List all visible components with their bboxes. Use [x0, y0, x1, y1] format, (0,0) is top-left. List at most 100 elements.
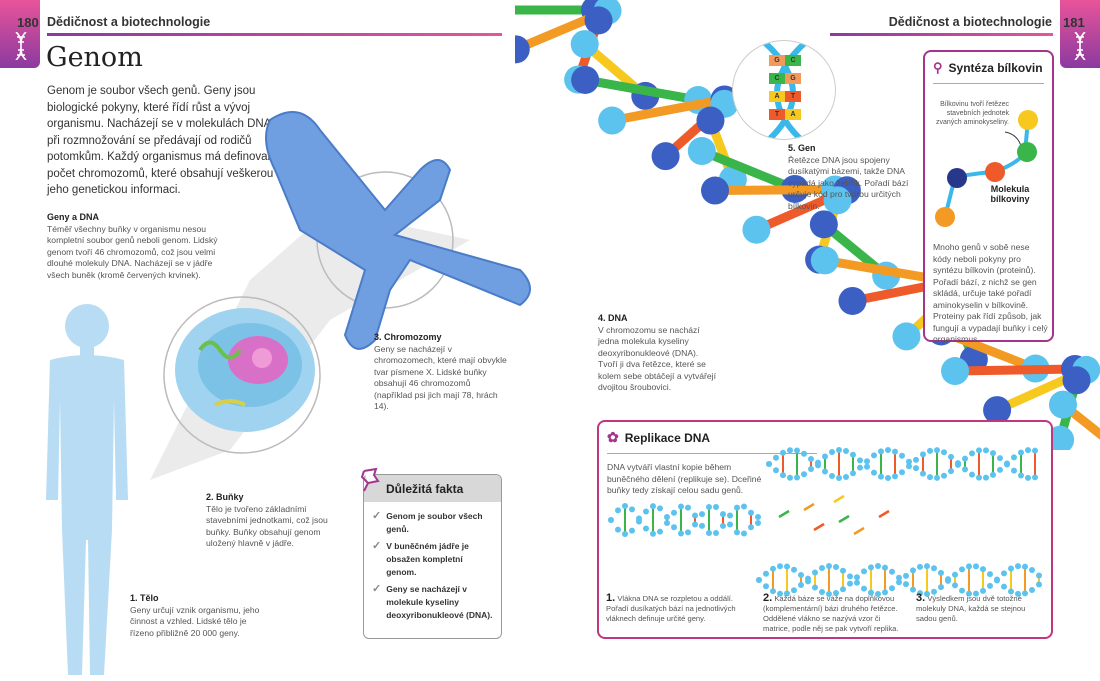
- helix-bead: [515, 35, 530, 64]
- strand-bead: [892, 448, 898, 455]
- strand-bead: [791, 566, 797, 573]
- strand-bead: [741, 530, 747, 537]
- strand-bead: [794, 474, 800, 481]
- strand-bead: [1022, 590, 1028, 597]
- genome-illustration: [46, 111, 531, 675]
- strand-bead: [913, 465, 919, 472]
- caption-text: Řetězce DNA jsou spojeny dusíkatými báze…: [788, 154, 909, 211]
- helix-bead: [687, 137, 716, 166]
- base-G: G: [785, 73, 801, 84]
- strand-bead: [1011, 454, 1017, 461]
- strand-bead: [882, 564, 888, 571]
- free-nucleotide: [878, 509, 890, 519]
- strand-bead: [657, 528, 663, 535]
- strand-bead: [987, 582, 993, 589]
- strand-bead: [1032, 447, 1038, 454]
- caption-text: Tělo je tvořeno základními stavebními je…: [206, 503, 328, 549]
- strand-bead: [773, 454, 779, 461]
- strand-bead: [643, 508, 649, 515]
- strand-bead: [913, 456, 919, 463]
- strand-bead: [713, 503, 719, 510]
- page-tab-right: [1060, 0, 1100, 68]
- strand-bead: [763, 570, 769, 577]
- strand-bead: [889, 585, 895, 592]
- strand-bead: [920, 451, 926, 458]
- strand-bead: [727, 521, 733, 528]
- dna-helix-illustration: [515, 0, 1100, 450]
- strand-bead: [994, 576, 1000, 583]
- free-nucleotide: [853, 526, 865, 536]
- strand-bead: [720, 511, 726, 518]
- magnifier-icon: ⚲: [933, 60, 943, 75]
- strand-bead: [976, 447, 982, 454]
- helix-bead: [651, 142, 680, 171]
- strand-bead: [622, 503, 628, 510]
- strand-bead: [847, 573, 853, 580]
- helix-bead: [823, 186, 852, 215]
- strand-bead: [805, 575, 811, 582]
- strand-bead: [787, 474, 793, 481]
- strand-bead: [864, 463, 870, 470]
- strand-bead: [892, 473, 898, 480]
- strand-bead: [826, 563, 832, 570]
- helix-bead: [598, 106, 627, 135]
- strand-bead: [826, 590, 832, 597]
- strand-bead: [706, 530, 712, 537]
- box-title: ✿Replikace DNA: [607, 429, 711, 445]
- human-silhouette-icon: [46, 304, 128, 675]
- strand-bead: [861, 568, 867, 575]
- strand-bead: [857, 464, 863, 471]
- pushpin-icon: [360, 467, 380, 492]
- strand-bead: [766, 461, 772, 467]
- dna-replication-box: ✿Replikace DNA DNA vytváří vlastní kopie…: [597, 420, 1053, 639]
- helix-rung: [950, 364, 1080, 376]
- replication-step-3: 3. Výsledkem jsou dvě totožné molekuly D…: [916, 592, 1026, 624]
- base-G: G: [769, 55, 785, 66]
- strand-bead: [833, 589, 839, 596]
- strand-bead: [840, 567, 846, 574]
- strand-bead: [664, 520, 670, 527]
- strand-bead: [791, 587, 797, 594]
- strand-bead: [850, 470, 856, 477]
- strand-bead: [924, 563, 930, 570]
- free-nucleotide: [803, 502, 815, 512]
- page-number: 180: [17, 15, 39, 30]
- strand-bead: [868, 564, 874, 571]
- strand-bead: [777, 590, 783, 597]
- strand-bead: [931, 588, 937, 595]
- free-nucleotide: [778, 509, 790, 519]
- strand-bead: [934, 474, 940, 481]
- strand-bead: [983, 447, 989, 454]
- helix-rung: [820, 255, 944, 285]
- strand-bead: [980, 587, 986, 594]
- helix-bead: [941, 357, 970, 386]
- strand-bead: [906, 458, 912, 465]
- strand-bead: [801, 471, 807, 478]
- strand-bead: [748, 524, 754, 531]
- strand-bead: [615, 526, 621, 533]
- strand-bead: [966, 563, 972, 570]
- check-icon: ✓: [372, 510, 382, 522]
- check-icon: ✓: [372, 540, 382, 552]
- strand-bead: [650, 503, 656, 510]
- helix-rung: [697, 146, 800, 194]
- strand-bead: [976, 474, 982, 481]
- strand-bead: [1008, 588, 1014, 595]
- strand-bead: [1004, 460, 1010, 467]
- strand-bead: [903, 581, 909, 588]
- strand-bead: [990, 471, 996, 478]
- strand-bead: [980, 566, 986, 573]
- strand-bead: [906, 463, 912, 470]
- protein-molecule-illustration: [935, 110, 1038, 227]
- strand-bead: [896, 574, 902, 581]
- strand-bead: [755, 513, 761, 520]
- strand-bead: [643, 525, 649, 532]
- cell-illustration: [175, 308, 315, 432]
- strand-bead: [927, 474, 933, 481]
- helix-rung: [607, 94, 730, 126]
- strand-bead: [1032, 474, 1038, 481]
- strand-bead: [896, 579, 902, 586]
- base-A: A: [769, 91, 785, 102]
